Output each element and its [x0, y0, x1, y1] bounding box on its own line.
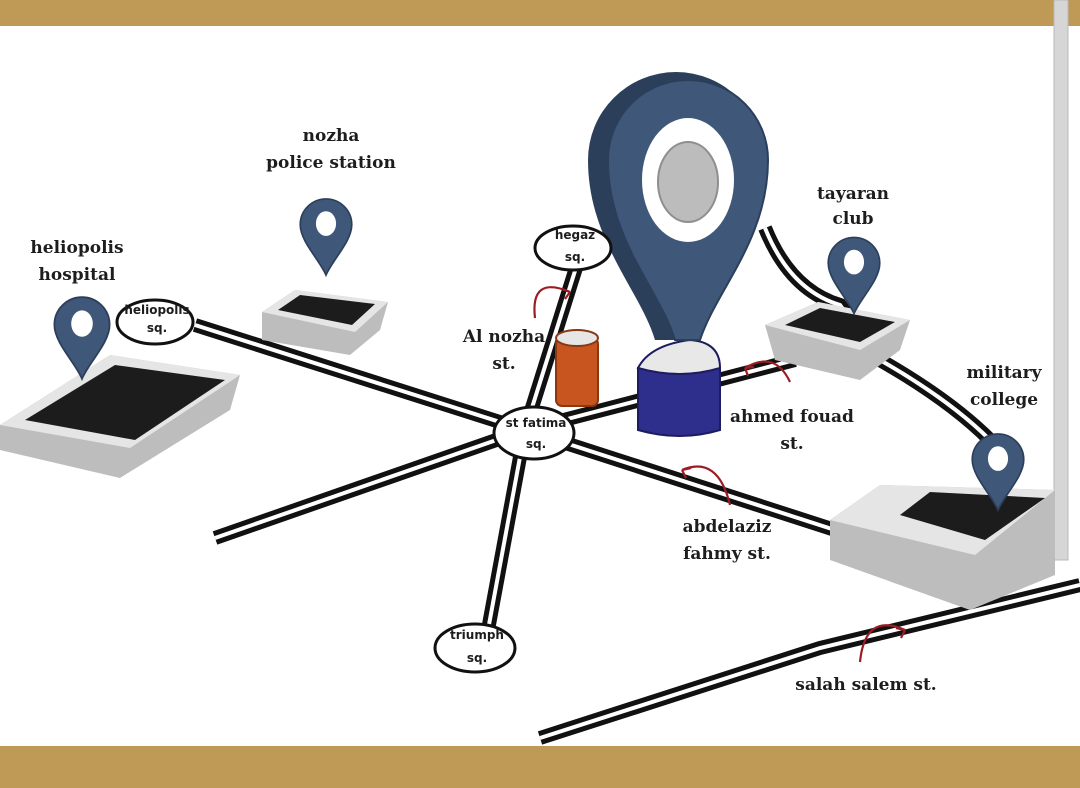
- label-nozha-line-2: police station: [266, 153, 396, 173]
- label-abdelaziz-line-1: abdelaziz: [683, 517, 772, 537]
- label-nozha-police-station: nozha police station: [266, 126, 396, 173]
- label-al-nozha-line-1: Al nozha: [462, 327, 545, 347]
- square-st-fatima-label-2: sq.: [526, 437, 546, 451]
- label-al-nozha-line-2: st.: [492, 354, 515, 374]
- label-tayaran-line-2: club: [832, 209, 873, 229]
- platform-nozha-police: [262, 290, 388, 355]
- label-heliopolis-hospital-line-1: heliopolis: [30, 238, 123, 258]
- square-heliopolis[interactable]: heliopolis sq.: [115, 298, 195, 346]
- square-hegaz[interactable]: hegaz sq.: [533, 224, 613, 272]
- platform-heliopolis-hospital: [0, 355, 240, 478]
- label-tayaran-club: tayaran club: [817, 184, 889, 229]
- arrow-ahmed-fouad: [744, 360, 791, 383]
- label-ahmed-fouad-line-2: st.: [780, 434, 803, 454]
- road-salah-salem: [537, 578, 1080, 745]
- square-hegaz-label-1: hegaz: [555, 228, 595, 242]
- label-military-line-1: military: [966, 363, 1042, 383]
- pin-nozha-police-icon[interactable]: [299, 197, 353, 277]
- label-military-line-2: college: [970, 390, 1038, 410]
- label-ahmed-fouad-st: ahmed fouad st.: [730, 407, 854, 454]
- label-heliopolis-hospital: heliopolis hospital: [30, 238, 123, 285]
- label-abdelaziz-line-2: fahmy st.: [683, 544, 771, 564]
- square-st-fatima-label-1: st fatima: [506, 416, 567, 430]
- street-arrows: [533, 286, 906, 663]
- square-hegaz-label-2: sq.: [565, 250, 585, 264]
- bottom-band: [0, 746, 1080, 788]
- square-triumph-label-1: triumph: [450, 628, 504, 642]
- top-band: [0, 0, 1080, 26]
- label-tayaran-line-1: tayaran: [817, 184, 889, 204]
- main-location-pin-icon[interactable]: [588, 72, 770, 341]
- label-nozha-line-1: nozha: [303, 126, 360, 146]
- square-triumph-label-2: sq.: [467, 651, 487, 665]
- label-ahmed-fouad-line-1: ahmed fouad: [730, 407, 854, 427]
- label-heliopolis-hospital-line-2: hospital: [39, 265, 116, 285]
- platform-tayaran-club: [765, 302, 910, 380]
- label-salah-salem-st: salah salem st.: [795, 675, 936, 695]
- square-triumph[interactable]: triumph sq.: [433, 622, 517, 674]
- label-salah-salem-line-1: salah salem st.: [795, 675, 936, 695]
- platform-military-college: [830, 485, 1055, 610]
- arrow-salah-salem: [858, 624, 906, 663]
- roads: [192, 225, 1080, 745]
- label-al-nozha-st: Al nozha st.: [462, 327, 545, 374]
- square-st-fatima[interactable]: st fatima sq.: [492, 405, 576, 461]
- building-blue: [636, 338, 722, 437]
- square-heliopolis-label-2: sq.: [147, 321, 167, 335]
- square-heliopolis-label-1: heliopolis: [124, 303, 189, 317]
- vertical-pole: [1053, 0, 1069, 561]
- label-abdelaziz-fahmy-st: abdelaziz fahmy st.: [683, 517, 772, 564]
- label-military-college: military college: [966, 363, 1042, 410]
- building-orange: [555, 329, 599, 407]
